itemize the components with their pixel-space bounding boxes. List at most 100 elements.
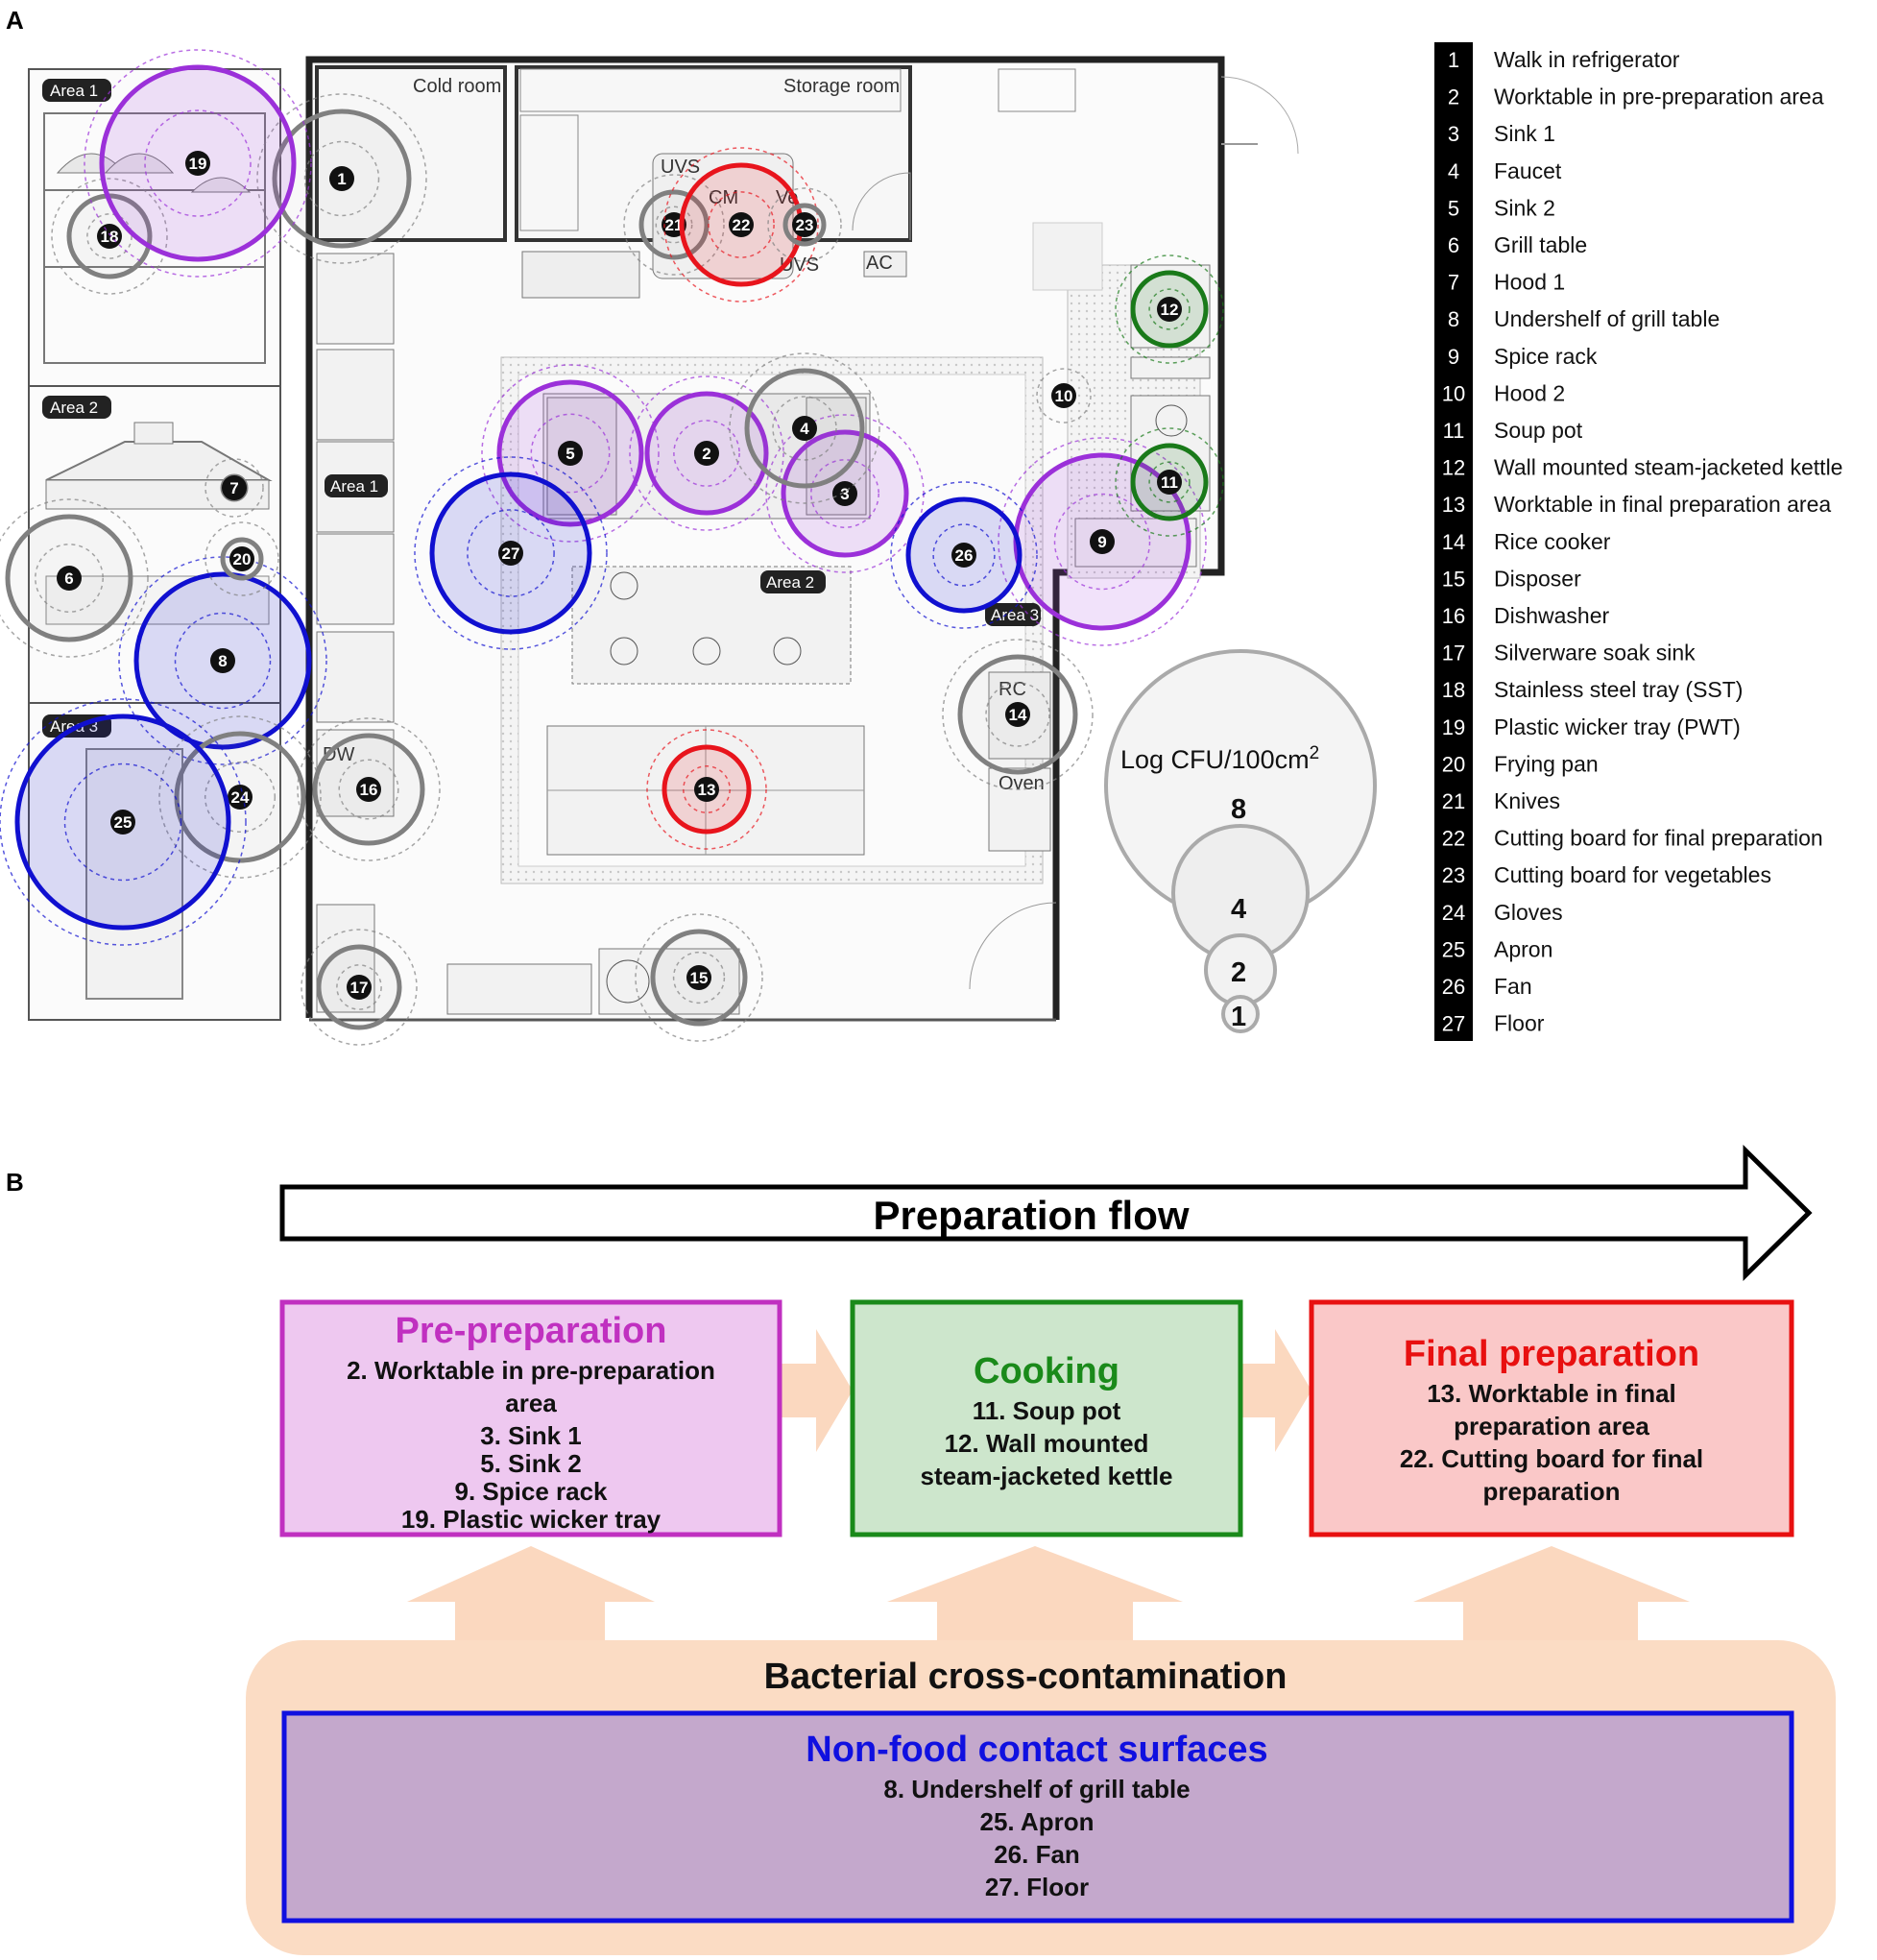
marker-16: 16 [297, 717, 441, 861]
marker-range-inner [985, 682, 1050, 747]
legend-label: Gloves [1494, 900, 1563, 925]
marker-dot [1157, 297, 1182, 322]
marker-range-outer [256, 93, 427, 264]
marker-range-inner [672, 951, 726, 1004]
cooking-box: Cooking 11. Soup pot 12. Wall mounted st… [850, 1299, 1243, 1537]
non-food-item: 26. Fan [994, 1840, 1080, 1869]
marker-dot [347, 975, 372, 1000]
pre-preparation-title: Pre-preparation [396, 1311, 667, 1351]
marker-range-outer [84, 49, 312, 278]
marker-range-outer [623, 174, 725, 276]
non-food-item: 25. Apron [980, 1807, 1095, 1836]
legend-number: 16 [1442, 604, 1465, 628]
ac-label: AC [866, 253, 893, 274]
marker-range-inner [63, 762, 182, 882]
legend-number: 17 [1442, 641, 1465, 665]
marker-range-inner [35, 544, 104, 613]
non-food-item: 27. Floor [985, 1873, 1089, 1901]
marker-range-outer [205, 521, 279, 596]
marker-number: 22 [733, 216, 751, 234]
final-prep-item: 13. Worktable in final [1427, 1379, 1676, 1408]
marker-1: 1 [256, 93, 427, 264]
marker-range-outer [942, 639, 1094, 790]
scale-title: Log CFU/100cm2 [1120, 743, 1319, 774]
marker-dot [229, 546, 254, 571]
marker-6: 6 [0, 498, 149, 658]
marker-dot [185, 151, 210, 176]
storage-room-label: Storage room [783, 76, 900, 97]
legend-label: Disposer [1494, 566, 1581, 591]
marker-26: 26 [890, 481, 1038, 629]
marker-range-inner [1148, 461, 1191, 503]
legend-number: 5 [1448, 196, 1459, 220]
marker-19: 19 [84, 49, 312, 278]
marker-22: 22 [663, 147, 819, 302]
legend-number: 2 [1448, 85, 1459, 109]
marker-20: 20 [205, 521, 279, 596]
final-preparation-box: Final preparation 13. Worktable in final… [1309, 1299, 1794, 1537]
marker-number: 13 [698, 781, 716, 799]
marker-number: 21 [665, 216, 684, 234]
legend-label: Floor [1494, 1011, 1545, 1036]
bacterial-cross-contamination-box: Bacterial cross-contamination Non-food c… [246, 1640, 1836, 1955]
marker-range-inner [86, 213, 132, 259]
final-prep-item: preparation [1482, 1477, 1620, 1506]
legend-label: Cutting board for vegetables [1494, 862, 1771, 887]
marker-number: 26 [955, 546, 974, 565]
legend-label: Worktable in final preparation area [1494, 492, 1831, 517]
marker-dot [329, 166, 354, 191]
non-food-contact-title: Non-food contact surfaces [806, 1730, 1267, 1770]
marker-dot [210, 648, 235, 673]
marker-2: 2 [629, 375, 784, 531]
legend-number: 15 [1442, 567, 1465, 591]
legend-label: Grill table [1494, 232, 1587, 257]
marker-range-inner [174, 612, 272, 710]
legend-number: 13 [1442, 493, 1465, 517]
marker-range-inner [204, 761, 277, 834]
legend-label: Sink 2 [1494, 195, 1555, 220]
marker-dot [1090, 529, 1115, 554]
marker-number: 7 [229, 479, 238, 497]
marker-25: 25 [0, 698, 247, 946]
cfu-size-scale: Log CFU/100cm2 8 4 2 1 [1104, 649, 1377, 1033]
marker-number: 5 [566, 445, 574, 463]
marker-range-outer [1115, 254, 1224, 364]
legend-label: Knives [1494, 788, 1560, 813]
legend-label: Apron [1494, 936, 1552, 961]
marker-range-outer [301, 929, 418, 1046]
marker-8: 8 [118, 556, 327, 765]
marker-dot [694, 777, 719, 802]
marker-dot [228, 785, 253, 810]
marker-number: 23 [796, 216, 814, 234]
pre-prep-item: 9. Spice rack [455, 1477, 609, 1506]
marker-dot [792, 416, 817, 441]
marker-23: 23 [767, 187, 842, 262]
marker-number: 15 [690, 969, 709, 987]
marker-range-outer [1115, 427, 1224, 537]
marker-range-outer [205, 458, 264, 518]
pre-preparation-box: Pre-preparation 2. Worktable in pre-prep… [279, 1299, 782, 1537]
rc-label: RC [999, 679, 1026, 700]
marker-range-outer [629, 375, 784, 531]
marker-range-outer [51, 178, 168, 295]
marker-range-inner [673, 420, 740, 487]
marker-range-outer [663, 147, 819, 302]
legend-number: 21 [1442, 789, 1465, 813]
marker-range-inner [1053, 493, 1151, 591]
marker-range-inner [467, 509, 555, 597]
marker-number: 12 [1161, 301, 1179, 319]
legend-label: Undershelf of grill table [1494, 306, 1720, 331]
legend-label: Soup pot [1494, 418, 1583, 443]
area-1-tag: Area 1 [50, 82, 98, 100]
marker-number: 10 [1055, 387, 1073, 405]
pre-prep-item: 2. Worktable in pre-preparation [347, 1356, 715, 1385]
legend-label: Cutting board for final preparation [1494, 826, 1823, 851]
legend-number: 8 [1448, 307, 1459, 331]
marker-range-outer [646, 729, 767, 850]
marker-range-inner [336, 964, 382, 1010]
marker-number: 2 [702, 445, 710, 463]
marker-dot [1157, 470, 1182, 495]
marker-number: 18 [101, 228, 119, 246]
cooking-item: 11. Soup pot [973, 1396, 1121, 1425]
